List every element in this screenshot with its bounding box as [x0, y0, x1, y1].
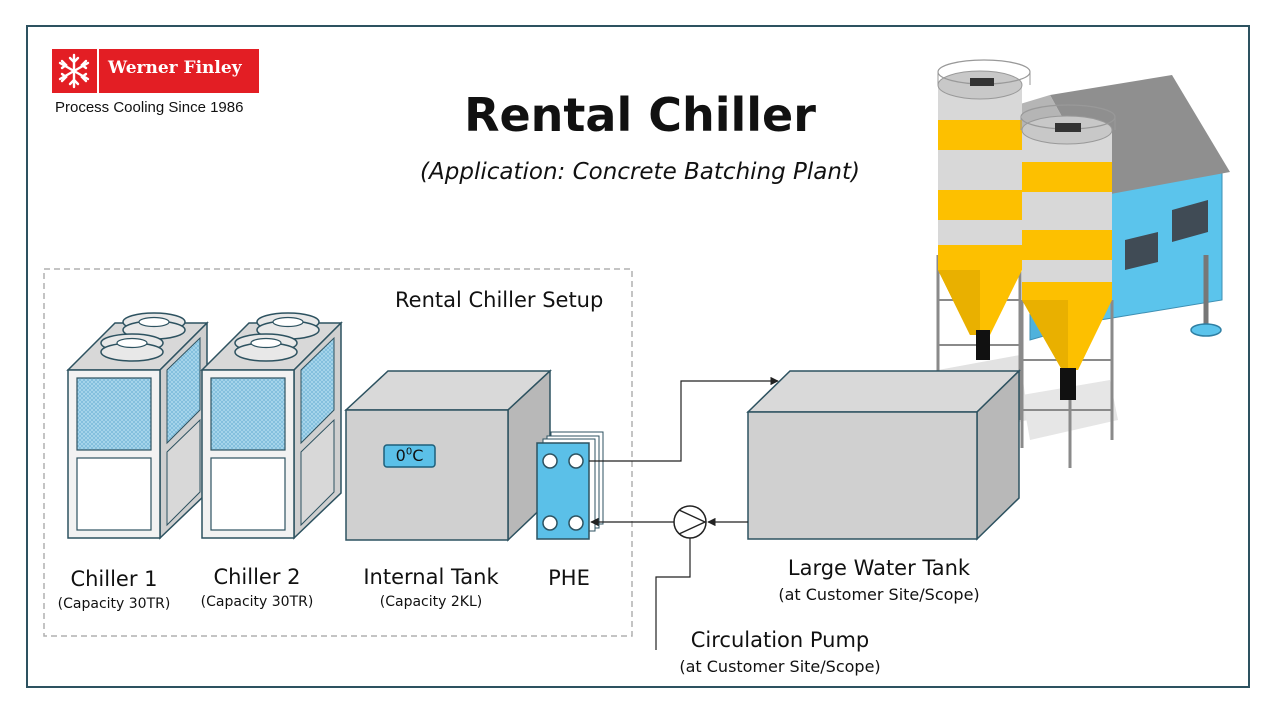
brand-tagline: Process Cooling Since 1986 — [55, 99, 244, 116]
logo-divider — [97, 49, 99, 93]
snowflake-icon — [58, 53, 90, 89]
pump-scope: (at Customer Site/Scope) — [679, 657, 881, 676]
diagram-frame — [26, 25, 1250, 688]
internal-tank-capacity: (Capacity 2KL) — [379, 594, 483, 610]
temperature-display — [383, 444, 436, 468]
page-title: Rental Chiller — [464, 88, 816, 142]
chiller-2-label: Chiller 2 — [213, 565, 301, 589]
chiller-2-capacity: (Capacity 30TR) — [200, 594, 314, 610]
brand-logo: Werner Finley — [52, 49, 259, 93]
brand-name: Werner Finley — [108, 58, 242, 78]
chiller-1-unit — [66, 312, 209, 540]
large-tank-scope: (at Customer Site/Scope) — [778, 585, 980, 604]
setup-label: Rental Chiller Setup — [395, 288, 604, 312]
chiller-1-label: Chiller 1 — [70, 567, 158, 591]
chiller-1-capacity: (Capacity 30TR) — [57, 596, 171, 612]
chiller-2-unit — [200, 312, 343, 540]
pump-leader-line — [655, 538, 691, 650]
phe-label: PHE — [548, 566, 590, 590]
large-tank-label: Large Water Tank — [787, 556, 971, 580]
internal-tank-box — [344, 369, 552, 542]
supply-pipe — [589, 376, 779, 462]
cement-silo-2 — [1020, 104, 1118, 468]
large-water-tank-box — [746, 369, 1021, 541]
page-subtitle: (Application: Concrete Batching Plant) — [420, 159, 860, 185]
temperature-readout: 00C — [395, 446, 424, 465]
pump-label: Circulation Pump — [690, 628, 870, 652]
setup-boundary — [43, 268, 633, 637]
circulation-pump-symbol — [673, 505, 707, 539]
internal-tank-label: Internal Tank — [363, 565, 499, 589]
phe-unit — [536, 431, 604, 540]
